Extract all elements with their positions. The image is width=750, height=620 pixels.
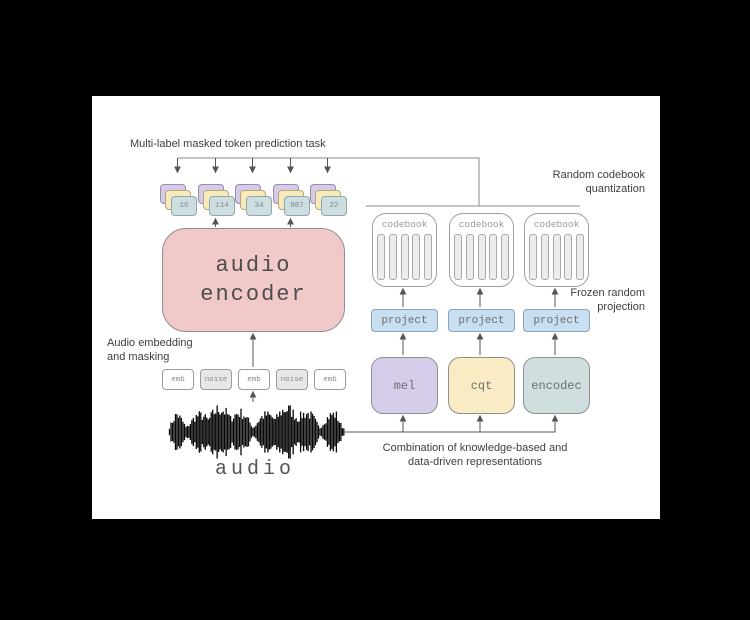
combination-annotation: Combination of knowledge-based and data-… (325, 441, 625, 469)
project-label: project (458, 314, 505, 327)
codebook-bar (400, 234, 409, 280)
token-stack: 16 (160, 184, 197, 216)
audio-encoder-label-line2: encoder (200, 282, 307, 307)
codebook-bar (412, 234, 421, 280)
token-value: 16 (179, 202, 189, 210)
token-stack: 987 (273, 184, 310, 216)
random-codebook-line1: Random codebook (552, 169, 645, 181)
token-value: 114 (215, 202, 229, 210)
codebook-box: codebook (449, 213, 514, 287)
audio-waveform (168, 405, 345, 459)
cqt-label: cqt (470, 378, 493, 393)
token-stack: 22 (310, 184, 347, 216)
figure-canvas: Multi-label masked token prediction task… (92, 96, 660, 519)
codebook-bars (529, 234, 584, 282)
codebook-bar (388, 234, 397, 280)
codebook-bar (501, 234, 509, 280)
token-value: 22 (329, 202, 339, 210)
token-card-value: 16 (171, 196, 197, 216)
project-box: project (371, 309, 438, 332)
frozen-projection-line2: projection (597, 301, 645, 313)
codebook-bar (552, 234, 561, 280)
noise-box: noise (200, 369, 232, 390)
encodec-box: encodec (523, 357, 590, 414)
codebook-bar (540, 234, 549, 280)
mel-label: mel (393, 378, 416, 393)
noise-box-label: noise (280, 375, 304, 384)
codebook-box: codebook (372, 213, 437, 287)
emb-box-label: emb (247, 375, 261, 384)
emb-box-label: emb (323, 375, 337, 384)
audio-encoder-label-line1: audio (215, 253, 292, 278)
frozen-projection-annotation: Frozen random projection (570, 286, 645, 314)
audio-encoder-box: audio encoder (162, 228, 345, 332)
codebook-bars (377, 234, 432, 282)
project-box: project (523, 309, 590, 332)
codebook-label: codebook (533, 219, 580, 230)
codebook-bar (489, 234, 498, 280)
random-codebook-annotation: Random codebook quantization (553, 168, 645, 196)
codebook-bar (424, 234, 432, 280)
noise-box: noise (276, 369, 308, 390)
emb-box-label: emb (171, 375, 185, 384)
token-value: 987 (290, 202, 304, 210)
emb-box: emb (162, 369, 194, 390)
embedding-masking-label-line2: and masking (107, 351, 170, 363)
cqt-box: cqt (448, 357, 515, 414)
audio-label: audio (214, 458, 295, 481)
codebook-bar (465, 234, 474, 280)
embedding-masking-label: Audio embedding and masking (107, 336, 193, 364)
token-card-value: 987 (284, 196, 310, 216)
noise-box-label: noise (204, 375, 228, 384)
token-card-value: 34 (246, 196, 272, 216)
task-label: Multi-label masked token prediction task (130, 138, 326, 150)
project-label: project (381, 314, 428, 327)
project-label: project (533, 314, 580, 327)
codebook-bar (564, 234, 573, 280)
token-stack: 34 (235, 184, 272, 216)
token-card-value: 114 (209, 196, 235, 216)
emb-box: emb (238, 369, 270, 390)
codebook-label: codebook (458, 219, 505, 230)
combination-line1: Combination of knowledge-based and (382, 442, 568, 454)
codebook-bar (477, 234, 486, 280)
codebook-bar (454, 234, 462, 280)
token-value: 34 (254, 202, 264, 210)
emb-box: emb (314, 369, 346, 390)
frozen-projection-line1: Frozen random (570, 287, 645, 299)
combination-line2: data-driven representations (408, 456, 542, 468)
mel-box: mel (371, 357, 438, 414)
codebook-label: codebook (381, 219, 428, 230)
codebook-bar (377, 234, 385, 280)
token-stack: 114 (198, 184, 235, 216)
codebook-bar (529, 234, 537, 280)
random-codebook-line2: quantization (585, 183, 645, 195)
codebook-box: codebook (524, 213, 589, 287)
project-box: project (448, 309, 515, 332)
embedding-masking-label-line1: Audio embedding (107, 337, 193, 349)
token-card-value: 22 (321, 196, 347, 216)
encodec-label: encodec (531, 378, 582, 393)
codebook-bar (576, 234, 584, 280)
codebook-bars (454, 234, 509, 282)
